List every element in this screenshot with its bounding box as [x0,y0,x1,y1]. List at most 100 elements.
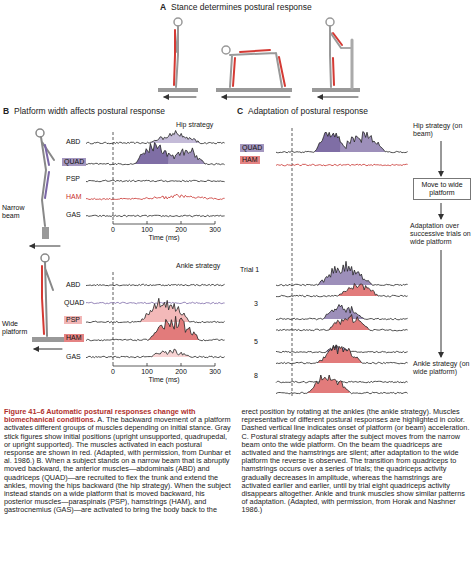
emg-trace [86,180,225,182]
muscle-label: ABD [66,281,80,289]
muscle-label: GAS [66,211,81,219]
strategy-label: Hip strategy [176,121,213,129]
axis-label: Time (ms) [148,376,179,384]
strategy-label: Adaptation over successive trials on wid… [410,222,472,246]
node-text: HAM [242,156,258,164]
emg-trace [86,143,225,165]
node-text: HAM [66,334,82,342]
emg-trace [276,261,408,286]
stance-figures [222,46,230,54]
beam-figure [30,129,60,246]
panel-title: Platform width affects postural response [14,106,165,116]
stance-figures [176,26,178,87]
emg-traces [86,131,408,394]
emg-fill [338,284,378,297]
tick-label: 100 [141,368,153,376]
node-text: QUAD [242,144,262,152]
emg-trace [276,164,408,166]
emg-trace [276,375,408,394]
stance-figures [330,26,341,87]
figure-caption: Figure 41–6 Automatic postural responses… [4,408,470,515]
node-text: Move to wide platform [417,181,467,197]
strategy-label: Ankle strategy [176,262,220,270]
muscle-label: QUAD [64,299,84,307]
emg-trace [276,305,408,320]
panel-letter: C [237,106,243,116]
flow-arrow [441,250,442,357]
panel-letter: A [160,2,166,12]
tick-label: 200 [175,368,187,376]
time-axis [113,221,215,224]
emg-trace [86,215,225,217]
emg-trace [86,349,225,358]
tick-label: 100 [141,226,153,234]
trial-label: 5 [254,338,258,346]
flow-arrow [441,141,442,357]
muscle-label: GAS [66,353,81,361]
platform-label: Narrow beam [2,204,38,220]
stance-figures [216,88,292,92]
emg-trace [86,316,225,341]
stance-figures [174,30,175,85]
stance-figures [230,53,282,87]
panel-title: Adaptation of postural response [248,106,368,116]
node-text: PSP [66,316,80,324]
beam-figure [41,137,54,226]
beam-figure [36,129,44,137]
time-axis [113,221,215,366]
platform-figure [34,349,62,350]
platform-figure [32,337,64,342]
strategy-label: Hip strategy (on beam) [413,122,469,138]
muscle-box: HAM [240,156,260,164]
trial-label: 8 [254,372,258,380]
platform-figure [41,254,49,262]
emg-fill [318,261,372,285]
stance-figures [318,97,358,98]
stance-figures [158,18,360,97]
onset-line [292,128,293,398]
stance-figures [158,88,198,92]
platform-label: Wide platform [2,320,32,336]
muscle-box: QUAD [62,158,86,166]
emg-trace [276,132,408,153]
panel-letter: B [3,106,9,116]
panel-title: Stance determines postural response [171,2,312,12]
beam-figure [42,227,49,239]
emg-fill [322,305,365,320]
caption-text: A. The backward movement of a platform a… [4,407,469,514]
stance-figures [342,47,352,49]
trial-label: Trial 1 [240,266,259,274]
stance-figures [326,18,334,26]
emg-trace [86,194,225,200]
muscle-label: ABD [66,138,80,146]
process-box: Move to wide platform [413,178,471,200]
emg-trace [86,131,225,144]
flow-arrow [441,141,442,176]
platform-figure [42,266,44,334]
emg-fill [140,298,190,322]
tick-label: 300 [209,226,221,234]
stance-figures [174,18,182,26]
axis-label: Time (ms) [148,234,179,242]
stance-figures [222,97,290,98]
platform-figure [32,254,64,349]
emg-fill [328,315,370,331]
emg-trace [86,298,225,323]
tick-label: 200 [175,226,187,234]
time-axis [113,363,215,366]
tick-label: 0 [111,368,115,376]
beam-figure [30,246,60,247]
onset-line [113,132,114,221]
stance-figures [233,50,285,86]
trial-label: 3 [254,300,258,308]
muscle-box: QUAD [240,144,264,152]
emg-trace [86,302,225,304]
emg-trace [86,284,225,286]
emg-trace [276,345,408,363]
beam-figure [45,145,49,198]
emg-fill [308,375,350,393]
emg-trace [276,315,408,331]
muscle-box: HAM [64,334,84,342]
stance-figures [333,33,342,85]
